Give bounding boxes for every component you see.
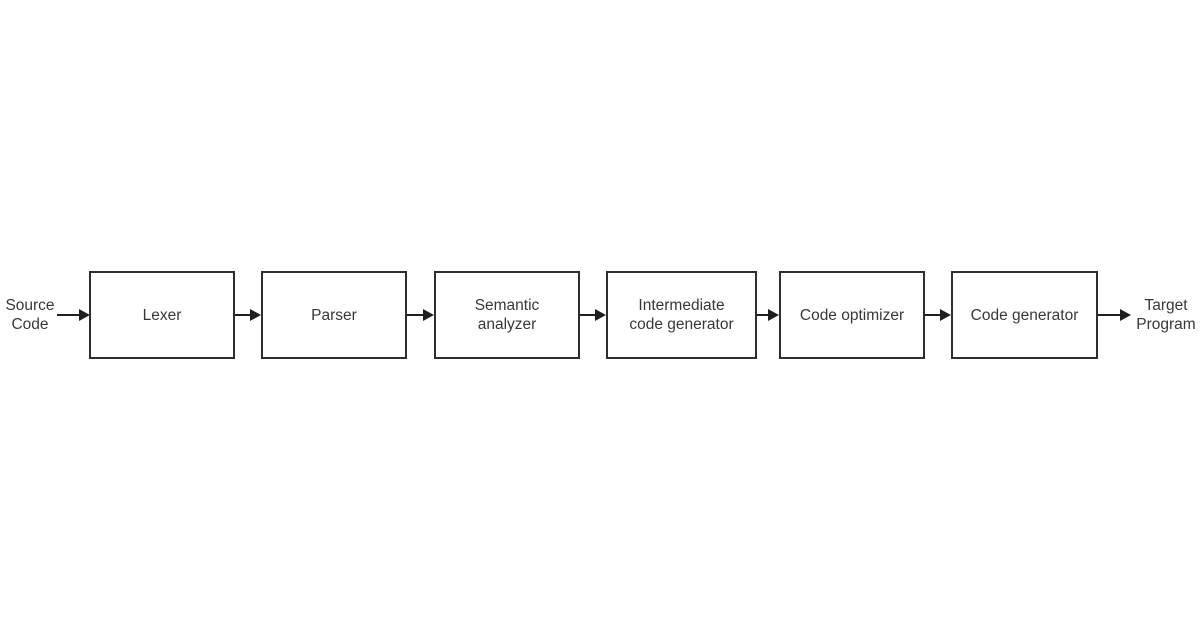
arrow-line	[407, 313, 423, 317]
arrow-line	[1098, 313, 1120, 317]
stage-semantic-analyzer: Semantic analyzer	[434, 271, 580, 359]
flow-arrow	[925, 309, 951, 321]
arrow-line	[580, 313, 595, 317]
stage-parser: Parser	[261, 271, 407, 359]
arrow-line	[57, 313, 79, 317]
source-code-label-wrap: Source Code	[0, 271, 60, 359]
arrow-head-icon	[768, 309, 779, 321]
stage-label: Code generator	[970, 306, 1079, 324]
source-code-label: Source Code	[5, 297, 55, 333]
flow-arrow	[1098, 309, 1131, 321]
arrow-head-icon	[595, 309, 606, 321]
stage-label: Intermediate code generator	[629, 297, 734, 333]
stage-intermediate-code-generator: Intermediate code generator	[606, 271, 757, 359]
stage-lexer: Lexer	[89, 271, 235, 359]
arrow-line	[925, 313, 940, 317]
arrow-head-icon	[79, 309, 90, 321]
arrow-head-icon	[1120, 309, 1131, 321]
arrow-line	[235, 313, 250, 317]
arrow-head-icon	[423, 309, 434, 321]
arrow-line	[757, 313, 768, 317]
arrow-head-icon	[250, 309, 261, 321]
stage-code-generator: Code generator	[951, 271, 1098, 359]
flow-arrow	[235, 309, 261, 321]
stage-code-optimizer: Code optimizer	[779, 271, 925, 359]
flow-arrow	[757, 309, 779, 321]
flow-arrow	[407, 309, 434, 321]
arrow-head-icon	[940, 309, 951, 321]
flow-arrow	[57, 309, 90, 321]
target-program-label-wrap: Target Program	[1132, 271, 1200, 359]
target-program-label: Target Program	[1136, 297, 1196, 333]
stage-label: Code optimizer	[799, 306, 905, 324]
stage-label: Semantic analyzer	[474, 297, 540, 333]
stage-label: Lexer	[142, 306, 182, 324]
stage-label: Parser	[311, 306, 357, 324]
flow-arrow	[580, 309, 606, 321]
